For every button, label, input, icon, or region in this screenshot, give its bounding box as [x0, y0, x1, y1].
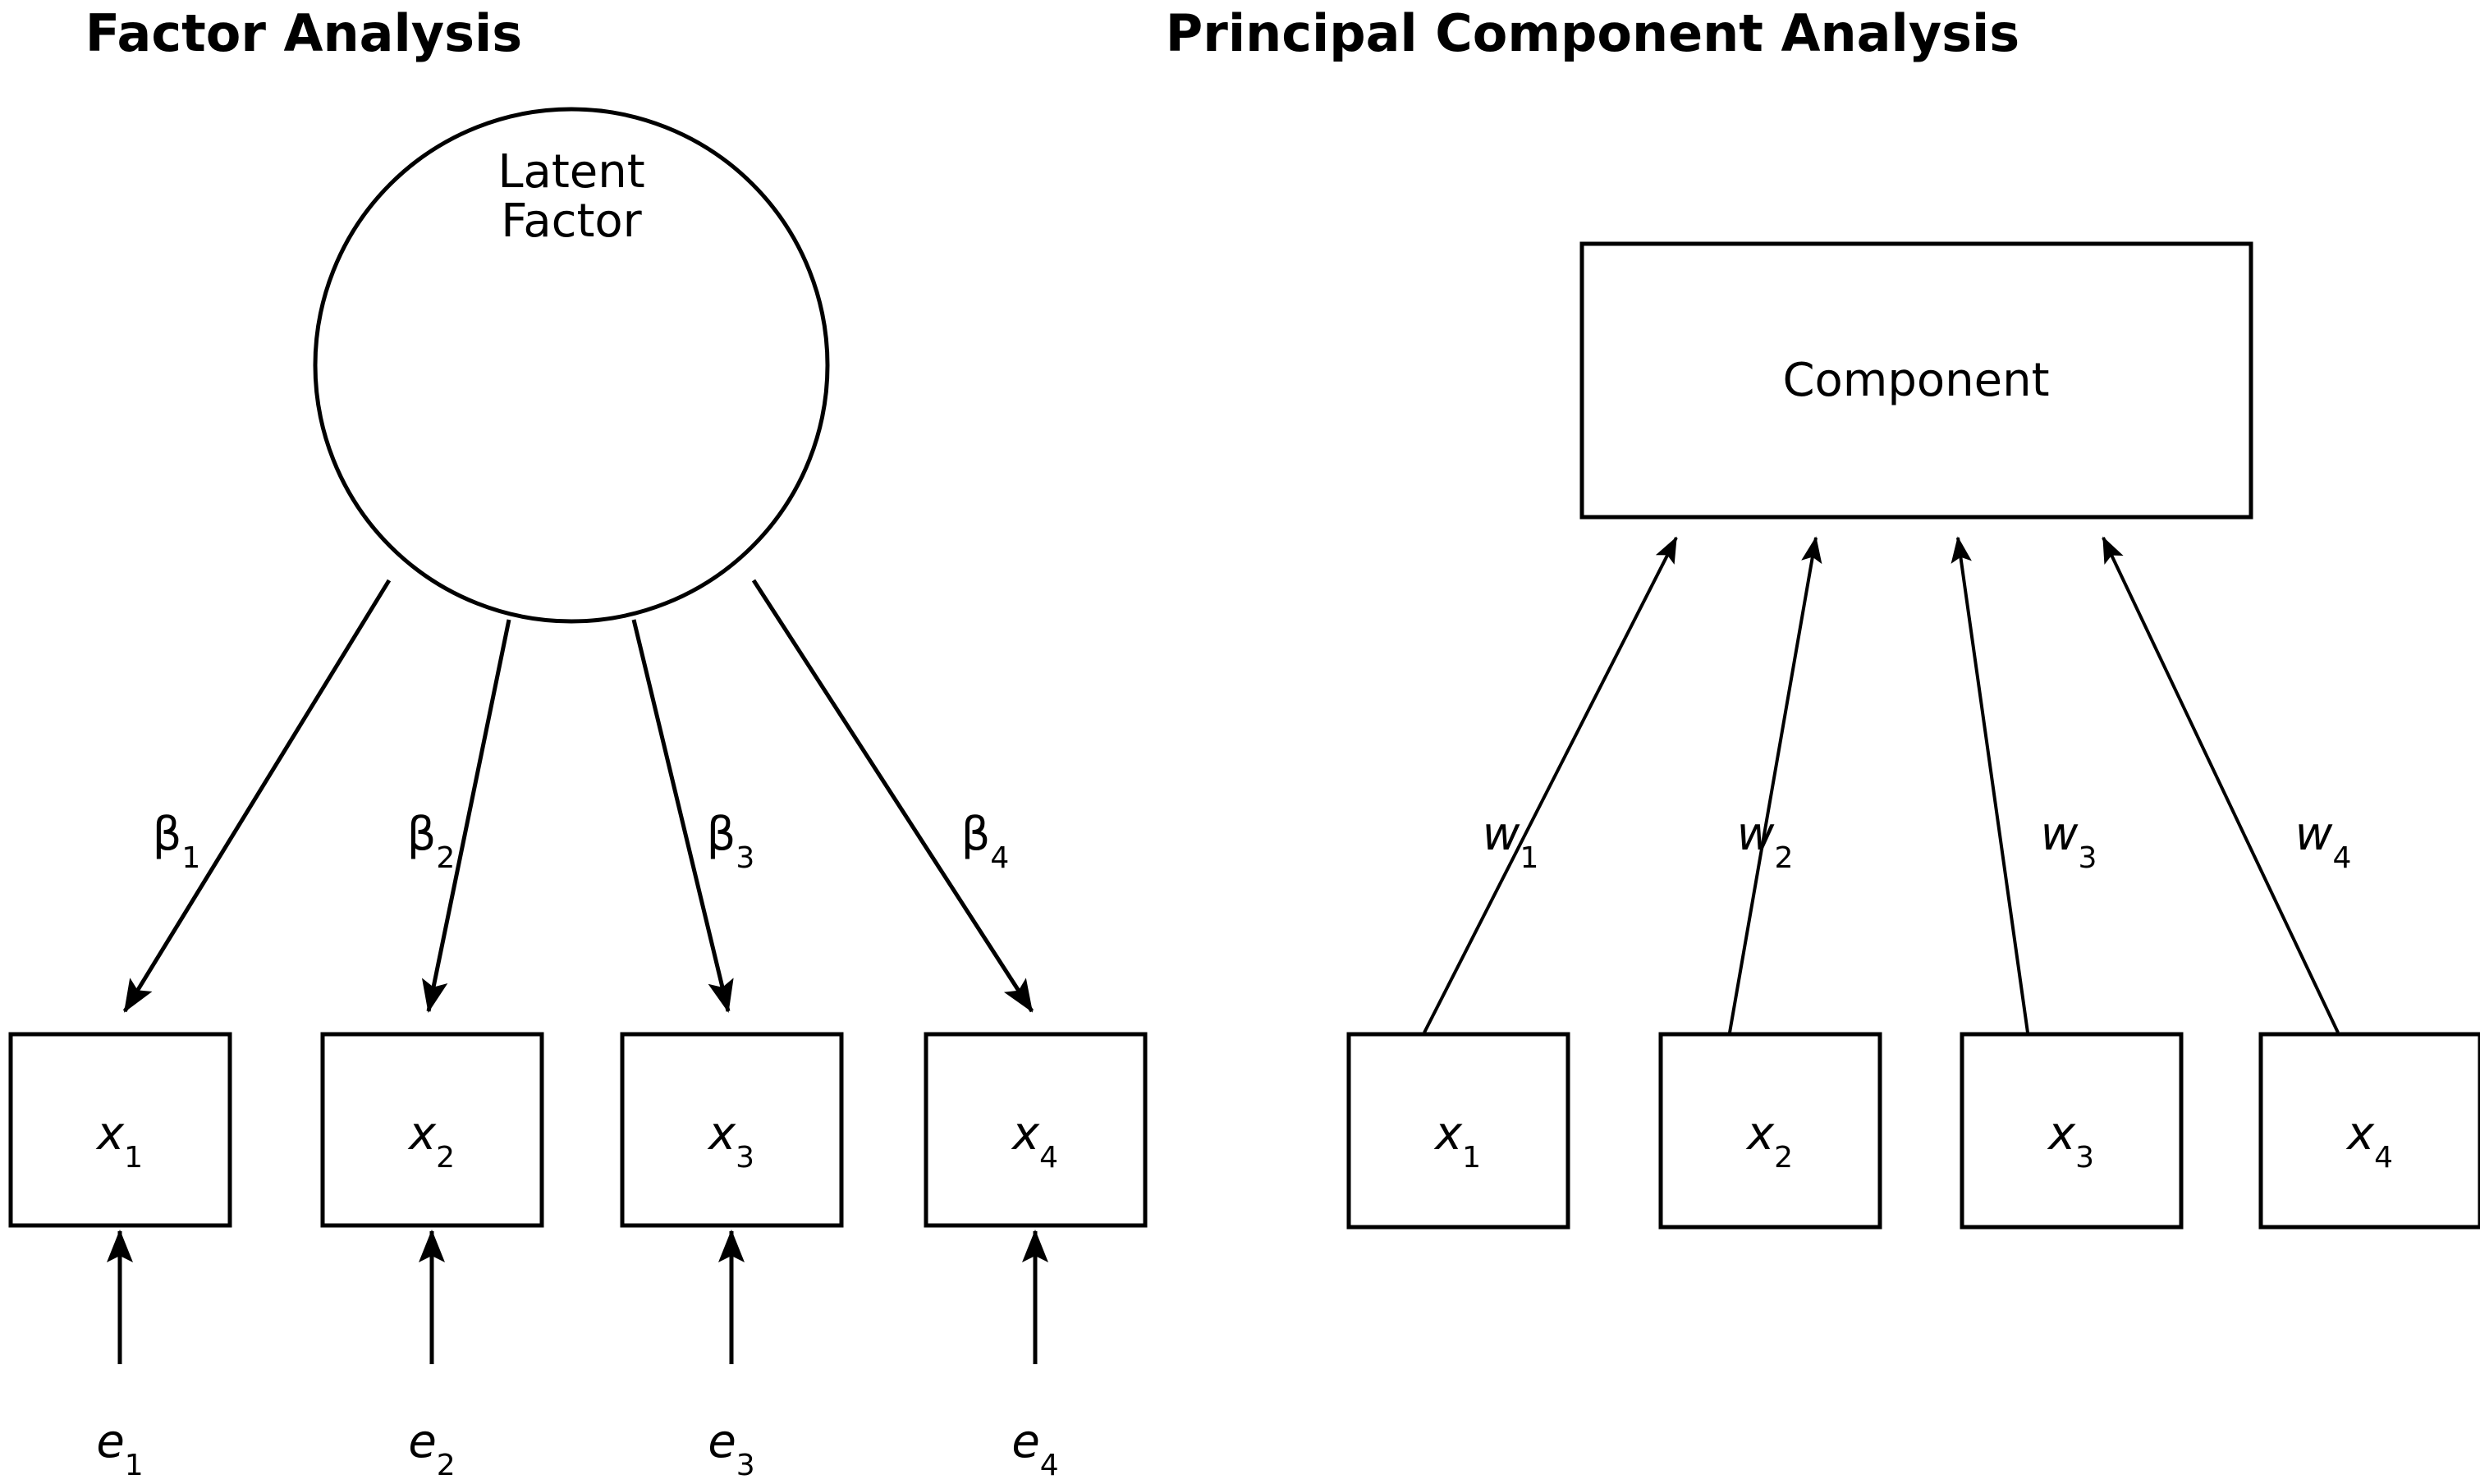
fa-indicator-box-4[interactable] [924, 1032, 1148, 1228]
error-symbol-3: e [708, 1415, 736, 1468]
svg-text:x1: x1 [95, 1107, 143, 1175]
pca-indicator-sub-4: 4 [2374, 1141, 2393, 1175]
weight-arrow-4 [2102, 536, 2340, 1033]
pca-indicator-box-3[interactable] [1960, 1032, 2184, 1230]
loading-sub-3: 3 [736, 841, 754, 875]
error-symbol-4: e [1011, 1415, 1039, 1468]
error-symbol-2: e [408, 1415, 436, 1468]
loading-sub-4: 4 [990, 841, 1009, 875]
loading-arrow-4 [751, 579, 1034, 1013]
fa-indicator-sub-4: 4 [1039, 1141, 1058, 1175]
svg-text:x3: x3 [707, 1107, 754, 1175]
svg-text:β2: β2 [407, 808, 456, 875]
svg-text:e3: e3 [708, 1415, 754, 1482]
pca-indicator-symbol-1: x [1433, 1107, 1463, 1161]
fa-indicator-sub-1: 1 [124, 1141, 143, 1175]
loading-label-3: β3 [707, 808, 755, 875]
weight-symbol-1: w [1483, 808, 1520, 861]
loading-label-1: β1 [153, 808, 201, 875]
component-box[interactable] [1579, 241, 2253, 520]
pca-indicator-sub-2: 2 [1774, 1141, 1793, 1175]
panel-title-principal-component-analysis: Principal Component Analysis [1166, 3, 2019, 63]
loading-label-2: β2 [407, 808, 456, 875]
latent-factor-label-line1: Latent [497, 145, 644, 199]
weight-sub-1: 1 [1520, 841, 1538, 875]
weight-sub-3: 3 [2078, 841, 2097, 875]
svg-text:w1: w1 [1483, 808, 1539, 875]
fa-indicator-box-3[interactable] [620, 1032, 844, 1228]
weight-arrow-2 [1728, 536, 1822, 1033]
svg-text:e4: e4 [1011, 1415, 1058, 1482]
fa-indicator-symbol-1: x [95, 1107, 125, 1161]
loading-arrow-1 [122, 579, 392, 1013]
loading-symbol-4: β [961, 808, 991, 861]
weight-symbol-4: w [2295, 808, 2333, 861]
fa-indicator-sub-3: 3 [736, 1141, 754, 1175]
pca-indicator-sub-3: 3 [2075, 1141, 2094, 1175]
panel-title-factor-analysis: Factor Analysis [85, 3, 522, 63]
fa-indicator-box-1[interactable] [8, 1032, 232, 1228]
fa-indicator-symbol-2: x [407, 1107, 437, 1161]
pca-indicator-sub-1: 1 [1462, 1141, 1481, 1175]
loading-sub-1: 1 [181, 841, 200, 875]
svg-text:w2: w2 [1737, 808, 1794, 875]
weight-symbol-3: w [2041, 808, 2079, 861]
error-sub-2: 2 [437, 1449, 456, 1482]
svg-text:x3: x3 [2047, 1107, 2094, 1175]
svg-text:β3: β3 [707, 808, 755, 875]
fa-indicator-symbol-3: x [707, 1107, 736, 1161]
fa-indicator-box-2[interactable] [320, 1032, 544, 1228]
svg-text:x2: x2 [407, 1107, 455, 1175]
panel-factor-analysis: Factor Analysis Latent Factor β1 β2 [8, 3, 1148, 1482]
svg-text:β4: β4 [961, 808, 1010, 875]
loading-arrow-3 [631, 619, 734, 1013]
error-sub-3: 3 [736, 1449, 755, 1482]
panel-principal-component-analysis: Principal Component Analysis Component w… [1166, 3, 2480, 1230]
loading-symbol-3: β [707, 808, 736, 861]
svg-text:x4: x4 [2345, 1107, 2393, 1175]
pca-indicator-box-2[interactable] [1658, 1032, 1882, 1230]
weight-symbol-2: w [1737, 808, 1775, 861]
pca-indicator-symbol-3: x [2047, 1107, 2076, 1161]
latent-factor-label-line2: Factor [501, 195, 642, 248]
svg-text:x1: x1 [1433, 1107, 1481, 1175]
pca-indicator-symbol-2: x [1745, 1107, 1775, 1161]
svg-text:e1: e1 [96, 1415, 143, 1482]
error-symbol-1: e [96, 1415, 124, 1468]
svg-text:w3: w3 [2041, 808, 2097, 875]
loading-symbol-2: β [407, 808, 437, 861]
error-sub-1: 1 [125, 1449, 144, 1482]
loading-arrow-2 [421, 619, 511, 1013]
svg-text:β1: β1 [153, 808, 201, 875]
fa-indicator-symbol-4: x [1011, 1107, 1040, 1161]
fa-indicator-sub-2: 2 [436, 1141, 455, 1175]
component-label: Component [1782, 354, 2049, 407]
loading-sub-2: 2 [436, 841, 455, 875]
pca-indicator-symbol-4: x [2345, 1107, 2375, 1161]
latent-factor-circle[interactable] [313, 107, 830, 624]
svg-text:w4: w4 [2295, 808, 2352, 875]
svg-text:x2: x2 [1745, 1107, 1793, 1175]
svg-text:e2: e2 [408, 1415, 455, 1482]
weight-sub-4: 4 [2332, 841, 2351, 875]
loading-label-4: β4 [961, 808, 1010, 875]
error-sub-4: 4 [1040, 1449, 1059, 1482]
weight-arrow-1 [1423, 536, 1678, 1033]
pca-indicator-box-4[interactable] [2258, 1032, 2480, 1230]
weight-arrow-3 [1951, 536, 2029, 1033]
svg-text:x4: x4 [1011, 1107, 1058, 1175]
pca-indicator-box-1[interactable] [1346, 1032, 1570, 1230]
loading-symbol-1: β [153, 808, 182, 861]
weight-sub-2: 2 [1774, 841, 1793, 875]
